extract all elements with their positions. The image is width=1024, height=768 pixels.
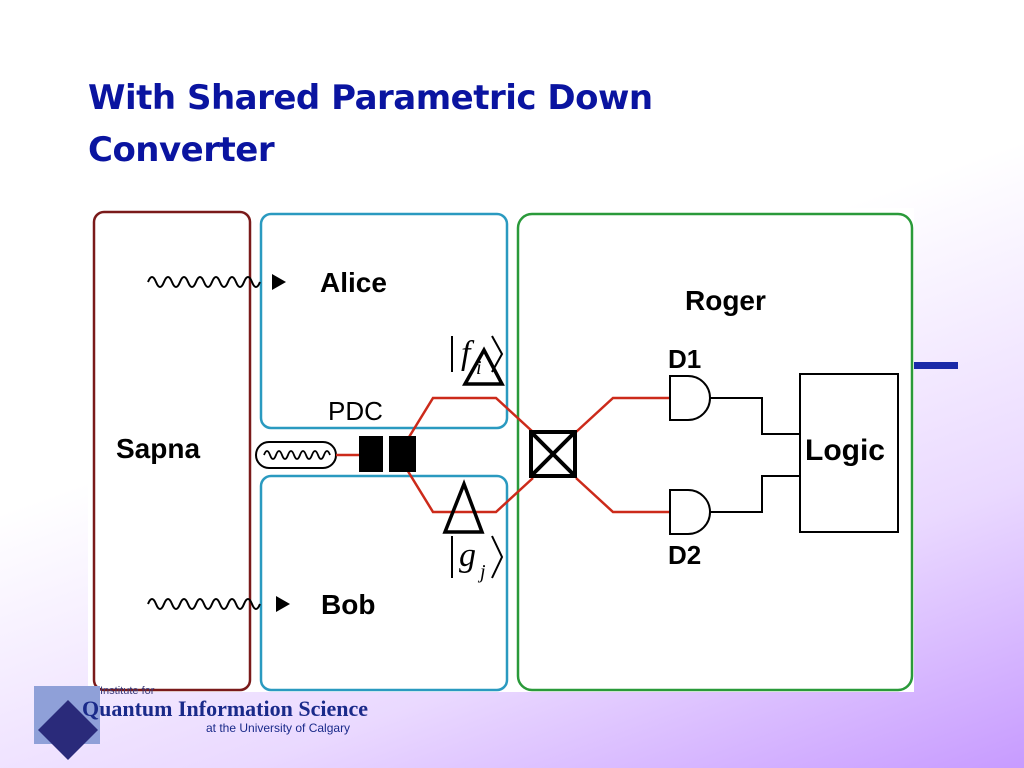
roger-upper-beam — [575, 396, 670, 433]
pdc-label: PDC — [328, 396, 383, 426]
g-ket-subscript: j — [477, 561, 486, 583]
pdc-crystal-2 — [389, 436, 416, 472]
iqis-logo-graphic — [34, 686, 100, 760]
d2-logic-wire — [710, 475, 800, 513]
logo-institute-name: Quantum Information Science — [82, 696, 368, 721]
roger-lower-beam — [575, 477, 670, 514]
alice-delta-element — [462, 346, 505, 386]
logo-diamond — [38, 700, 98, 760]
bob-input-wave — [147, 598, 261, 610]
alice-box — [259, 212, 509, 430]
roger-box — [516, 212, 914, 692]
accent-bar — [912, 362, 958, 369]
bob-label: Bob — [321, 589, 375, 620]
title-line-1: With Shared Parametric Down — [88, 78, 653, 118]
alice-label: Alice — [320, 267, 387, 298]
diagram-background — [88, 208, 914, 692]
logic-box — [799, 373, 899, 533]
alice-input-arrowhead — [272, 274, 286, 290]
d1-label: D1 — [668, 344, 701, 374]
f-ket-angle — [491, 335, 504, 373]
detector-d2 — [669, 489, 711, 535]
g-ket-symbol: g — [459, 537, 476, 574]
d1-logic-wire — [710, 397, 800, 435]
slide-title: With Shared Parametric Down Converter — [88, 72, 788, 176]
bob-input-arrowhead — [276, 596, 290, 612]
bob-delta-element — [442, 479, 485, 534]
sapna-label: Sapna — [116, 433, 200, 464]
upper-beam — [396, 396, 534, 456]
iqis-logo-text: Institute for Quantum Information Scienc… — [82, 685, 368, 736]
roger-label: Roger — [685, 285, 766, 316]
bob-box — [259, 474, 509, 692]
g-ket-angle — [491, 535, 504, 579]
lower-beam — [396, 454, 534, 514]
title-line-2: Converter — [88, 130, 275, 170]
detector-d1 — [669, 375, 711, 421]
quantum-setup-diagram: Sapna Alice Bob Roger PDC D1 D2 Logic f … — [88, 208, 914, 692]
pdc-crystal-1 — [359, 436, 383, 472]
d2-label: D2 — [668, 540, 701, 570]
f-ket-subscript: i — [476, 357, 482, 379]
logo-university: at the University of Calgary — [206, 721, 351, 735]
beam-splitter-diagonal-2 — [529, 430, 577, 478]
pump-wave — [263, 450, 331, 460]
logo-institute-for: Institute for — [100, 685, 155, 697]
sapna-box — [92, 210, 252, 692]
logic-label: Logic — [805, 434, 885, 467]
alice-input-wave — [147, 276, 261, 288]
